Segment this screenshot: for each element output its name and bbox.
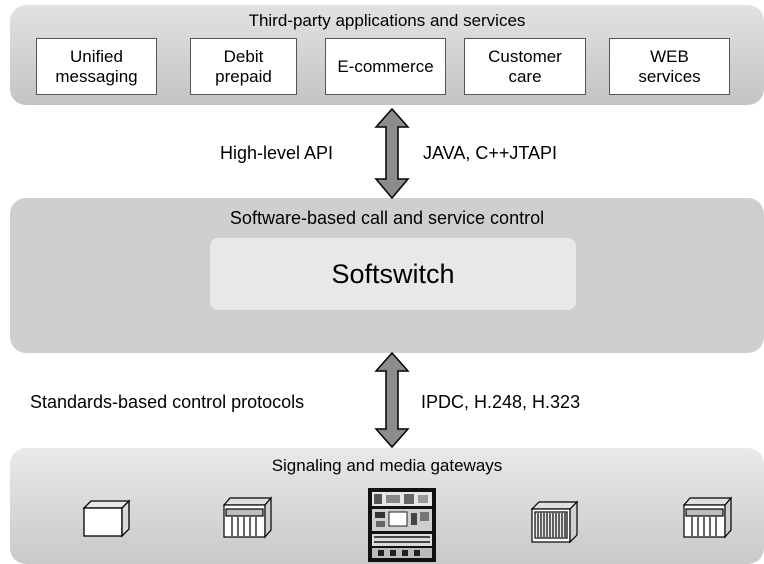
gateway-rack-icon <box>682 496 733 539</box>
high-level-api-label: High-level API <box>220 143 334 163</box>
gateway-circuit-board-icon <box>368 488 436 562</box>
gateway-chassis-icon <box>530 500 579 544</box>
app-customer-care: Customer care <box>464 38 586 95</box>
control-protocols-label: Standards-based control protocols <box>30 392 305 412</box>
protocol-list-label: IPDC, H.248, H.323 <box>421 392 581 412</box>
api-languages-label: JAVA, C++JTAPI <box>423 143 558 163</box>
upper-double-arrow <box>374 107 410 200</box>
app-web-services: WEB services <box>609 38 730 95</box>
gateways-layer-title: Signaling and media gateways <box>271 456 503 475</box>
app-unified-messaging: Unified messaging <box>36 38 157 95</box>
applications-layer: Third-party applications and services Un… <box>10 5 764 105</box>
app-e-commerce: E-commerce <box>325 38 446 95</box>
applications-layer-title: Third-party applications and services <box>248 11 526 30</box>
app-debit-prepaid: Debit prepaid <box>190 38 297 95</box>
gateway-rack-icon <box>222 496 273 539</box>
lower-double-arrow <box>374 351 410 449</box>
gateway-box-icon <box>82 499 131 538</box>
softswitch-box: Softswitch <box>210 238 576 310</box>
call-control-layer: Software-based call and service control … <box>10 198 764 353</box>
call-control-layer-title: Software-based call and service control <box>229 208 545 228</box>
